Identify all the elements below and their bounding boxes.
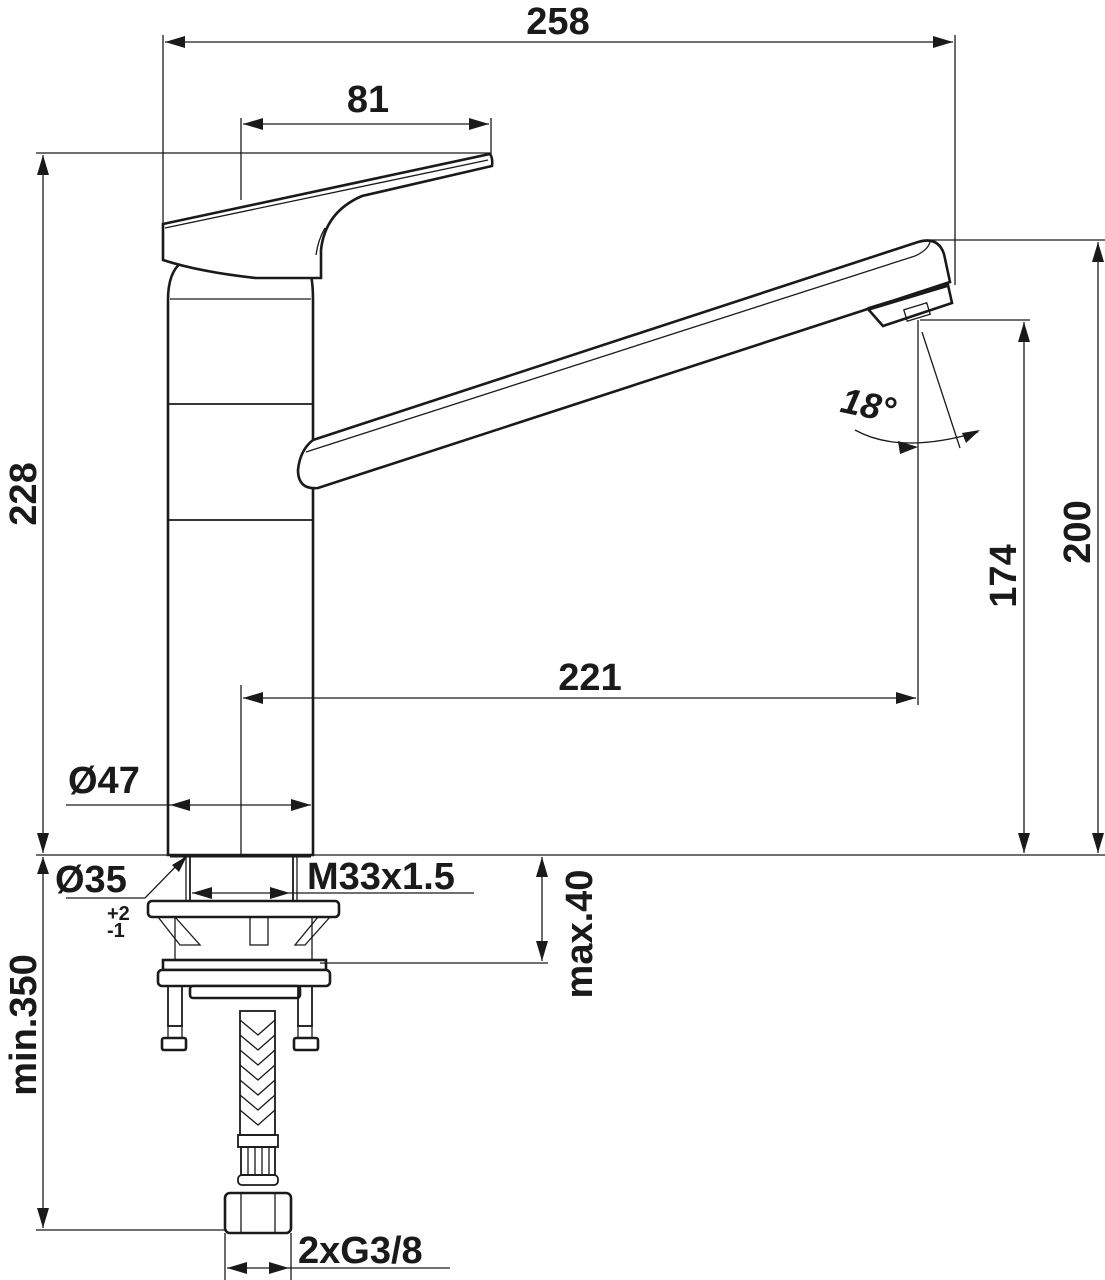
dim-max-countertop: max.40 <box>559 870 601 999</box>
dim-hose-length: min.350 <box>3 954 45 1096</box>
dim-body-diameter: Ø47 <box>68 760 140 802</box>
dim-tolerance-plus: +2 <box>107 903 130 925</box>
dim-swivel-angle: 18° <box>837 379 899 431</box>
dim-outlet-clearance: 174 <box>983 544 1025 607</box>
dim-thread: M33x1.5 <box>307 856 455 898</box>
dim-overall-width: 258 <box>526 1 589 43</box>
spout <box>296 239 954 490</box>
dimension-lines <box>36 35 1105 1280</box>
dim-connections: 2xG3/8 <box>298 1230 423 1272</box>
dim-spout-height: 200 <box>1057 500 1099 563</box>
dimension-labels: 258 81 221 Ø47 Ø35 +2 -1 M33x1.5 2xG3/8 … <box>3 1 1099 1272</box>
dim-base-diameter: Ø35 <box>55 859 127 901</box>
dim-spout-reach: 221 <box>558 657 621 699</box>
braided-hose <box>223 1010 293 1235</box>
dim-overall-height: 228 <box>3 462 45 525</box>
mounting-hardware <box>146 854 341 1052</box>
dim-tolerance-minus: -1 <box>107 920 125 942</box>
dim-lever-width: 81 <box>347 79 389 121</box>
lever-handle <box>161 152 494 280</box>
